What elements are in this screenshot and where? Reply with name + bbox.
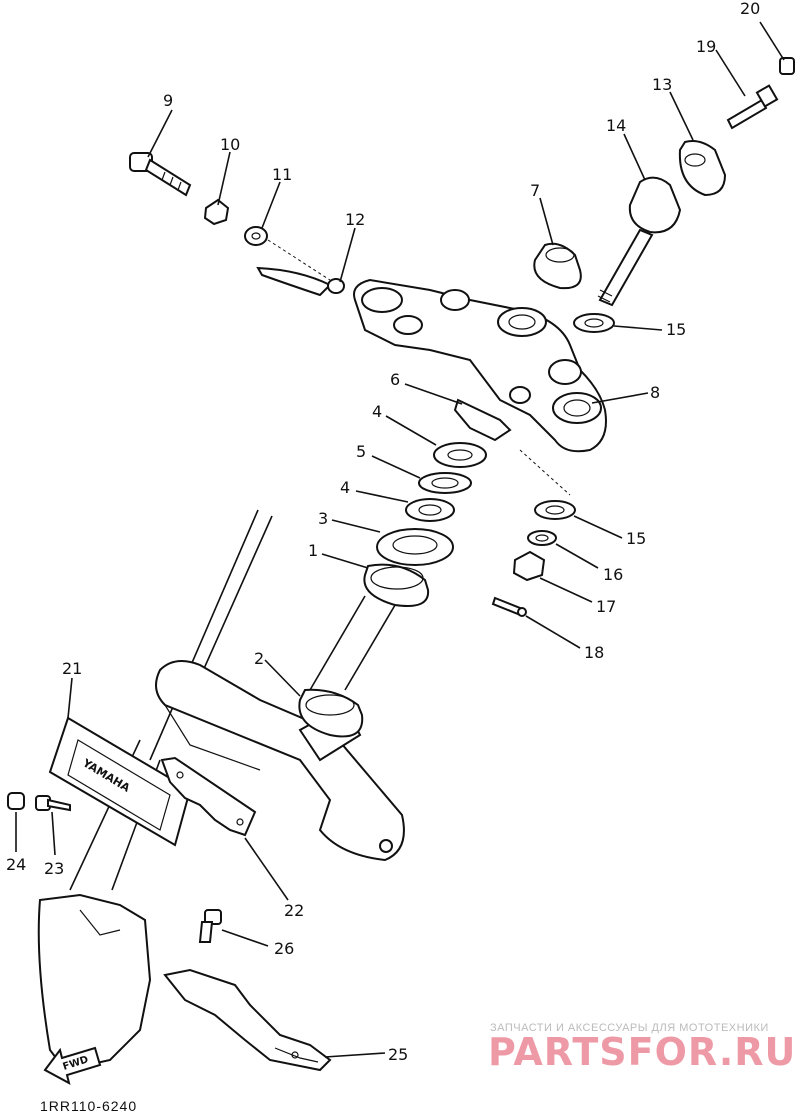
callout-7: 7 bbox=[530, 181, 540, 200]
callout-19: 19 bbox=[696, 37, 716, 56]
lock-plate-12 bbox=[256, 266, 345, 297]
bracket-25 bbox=[163, 968, 332, 1072]
bolt-26 bbox=[198, 909, 222, 943]
fwd-arrow: FWD bbox=[43, 1046, 102, 1085]
callout-15-lower: 15 bbox=[626, 529, 646, 548]
nut-17 bbox=[512, 550, 546, 582]
callout-8: 8 bbox=[650, 383, 660, 402]
callout-11: 11 bbox=[272, 165, 292, 184]
bearing-race-3 bbox=[376, 528, 454, 566]
bolt-9 bbox=[129, 152, 192, 197]
bearing-1 bbox=[363, 563, 430, 607]
callout-10: 10 bbox=[220, 135, 240, 154]
callout-3: 3 bbox=[318, 509, 328, 528]
washer-11 bbox=[244, 226, 268, 246]
callout-9: 9 bbox=[163, 91, 173, 110]
callout-1: 1 bbox=[308, 541, 318, 560]
bracket-22 bbox=[160, 756, 257, 837]
washer-16 bbox=[527, 530, 557, 546]
bolt-19 bbox=[726, 84, 779, 130]
washer-5 bbox=[418, 472, 472, 494]
callout-20: 20 bbox=[740, 0, 760, 18]
watermark-logo: PARTSFOR.RU bbox=[488, 1030, 797, 1074]
callout-14: 14 bbox=[606, 116, 626, 135]
callout-4-lower: 4 bbox=[340, 478, 350, 497]
callout-6: 6 bbox=[390, 370, 400, 389]
callout-24: 24 bbox=[6, 855, 26, 874]
callout-26: 26 bbox=[274, 939, 294, 958]
ring-nut-6 bbox=[453, 398, 512, 442]
fork-tubes bbox=[69, 509, 399, 891]
emblem-plate-21: YAMAHA bbox=[48, 716, 192, 847]
cap-7 bbox=[533, 242, 582, 290]
holder-cap-13 bbox=[678, 140, 727, 197]
callout-23: 23 bbox=[44, 859, 64, 878]
nut-20 bbox=[779, 57, 795, 75]
ring-nut-4-lower bbox=[405, 498, 455, 522]
watermark-tagline: ЗАПЧАСТИ И АКСЕССУАРЫ ДЛЯ МОТОТЕХНИКИ bbox=[490, 1022, 769, 1034]
callout-25: 25 bbox=[388, 1045, 408, 1064]
washer-15-lower bbox=[534, 500, 576, 520]
upper-bracket bbox=[353, 278, 607, 453]
callout-4-upper: 4 bbox=[372, 402, 382, 421]
callout-13: 13 bbox=[652, 75, 672, 94]
nut-10 bbox=[203, 198, 230, 226]
cotter-pin-18 bbox=[491, 596, 527, 617]
callout-22: 22 bbox=[284, 901, 304, 920]
callout-15-upper: 15 bbox=[666, 320, 686, 339]
washer-15-upper bbox=[573, 313, 615, 333]
lower-cover bbox=[37, 893, 152, 1072]
callout-18: 18 bbox=[584, 643, 604, 662]
bearing-2 bbox=[298, 688, 364, 738]
under-bracket bbox=[155, 660, 405, 862]
callout-labels: 9 10 11 12 13 14 7 19 20 15 8 6 4 5 4 3 … bbox=[6, 0, 760, 1064]
callout-21: 21 bbox=[62, 659, 82, 678]
screw-23 bbox=[35, 795, 71, 812]
ring-nut-4-upper bbox=[433, 442, 487, 468]
callout-12: 12 bbox=[345, 210, 365, 229]
callout-5: 5 bbox=[356, 442, 366, 461]
leader-lines bbox=[15, 21, 785, 1058]
diagram-code: 1RR110-6240 bbox=[40, 1098, 138, 1114]
handlebar-holder-14 bbox=[597, 176, 682, 307]
callout-2: 2 bbox=[254, 649, 264, 668]
callout-17: 17 bbox=[596, 597, 616, 616]
nut-24 bbox=[7, 792, 25, 810]
callout-16: 16 bbox=[603, 565, 623, 584]
